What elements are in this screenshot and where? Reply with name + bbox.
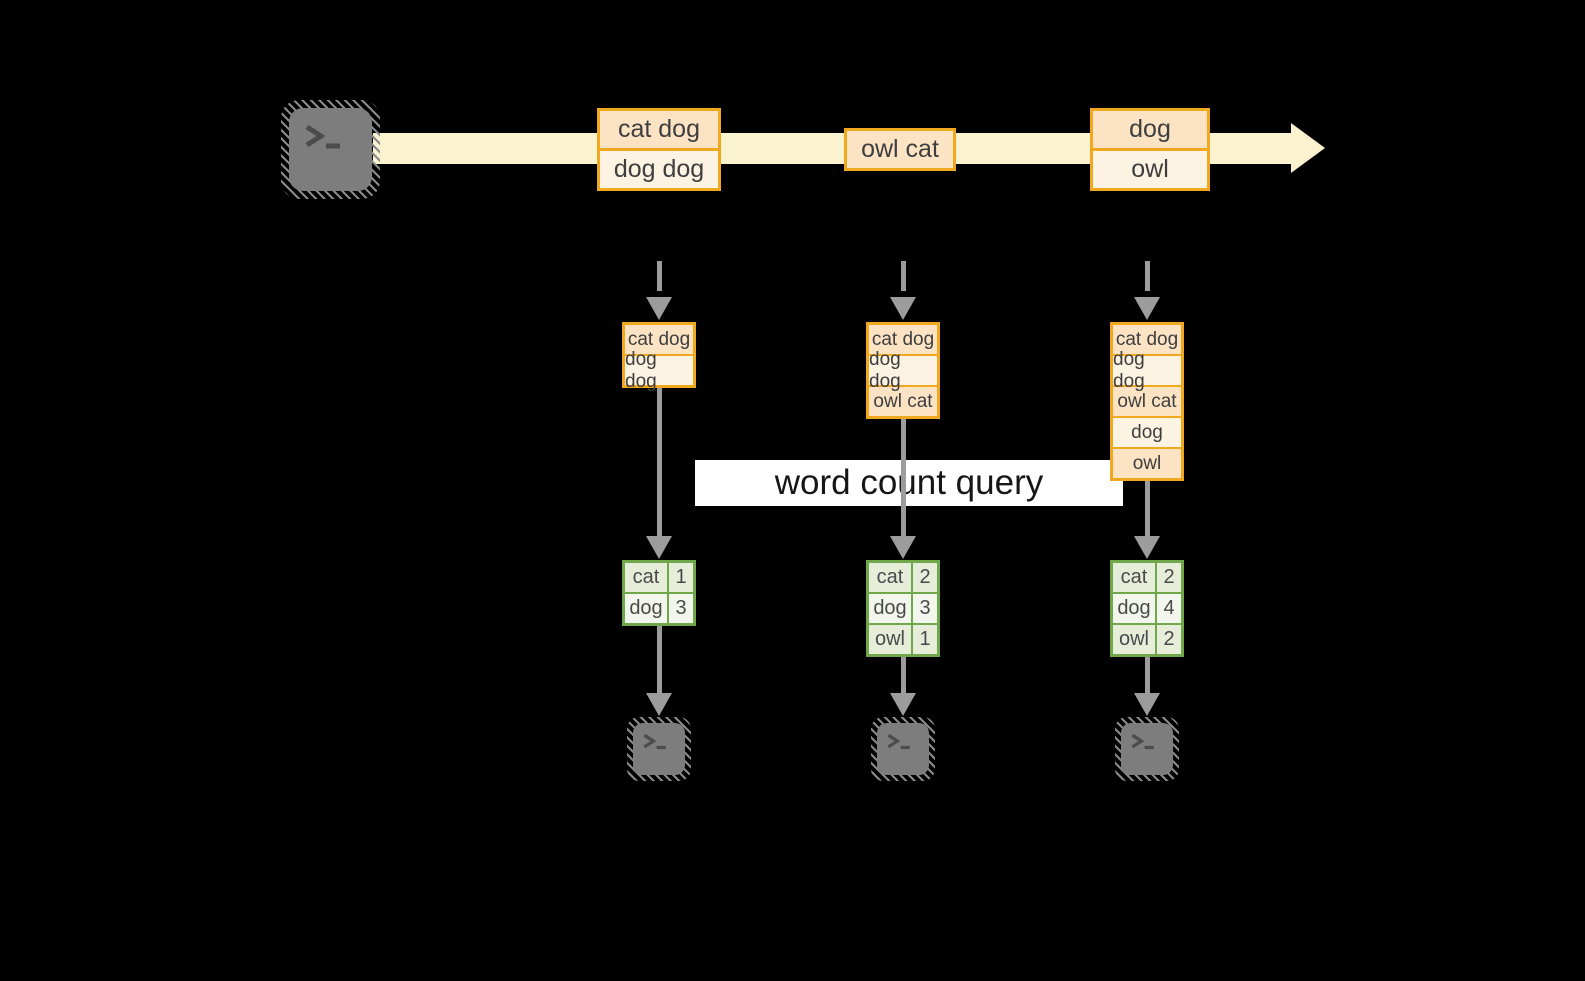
stack-record: dog dog [1113,349,1181,392]
query-label: word count query [774,463,1044,502]
terminal-screen [877,723,929,775]
output-connector-line [901,657,906,693]
count-cell: 2 [911,563,937,592]
word-count-table: cat 1 dog 3 [622,560,696,626]
down-arrow-icon [1134,693,1160,716]
terminal-prompt-icon [1131,733,1154,750]
table-row: owl 2 [1113,623,1181,654]
down-arrow-icon [646,693,672,716]
stack-record: dog [1113,416,1181,447]
stack-record: dog dog [625,349,693,392]
output-connector-line [1145,657,1150,693]
stack-record: owl cat [869,385,937,416]
word-cell: cat [869,563,911,592]
sink-terminal-icon [627,717,691,781]
terminal-prompt-icon [305,124,340,149]
word-cell: dog [869,594,911,623]
table-row: dog 3 [869,592,937,623]
count-cell: 4 [1155,594,1181,623]
dashed-connector-line [657,261,662,291]
down-arrow-icon [1134,536,1160,559]
table-row: dog 4 [1113,592,1181,623]
down-arrow-icon [890,297,916,320]
accumulated-records-stack: cat dog dog dog owl cat dog owl [1110,322,1184,481]
sink-terminal-icon [871,717,935,781]
dashed-connector-line [901,261,906,291]
down-arrow-icon [1134,297,1160,320]
terminal-screen [633,723,685,775]
table-row: cat 1 [625,563,693,592]
stack-record: owl [1113,447,1181,478]
down-arrow-icon [890,536,916,559]
word-cell: cat [1113,563,1155,592]
stack-record: cat dog [1113,325,1181,354]
stream-record-word: owl [1093,148,1207,188]
query-label-box: word count query [695,460,1123,506]
terminal-screen [1121,723,1173,775]
stack-record: cat dog [869,325,937,354]
count-cell: 2 [1155,563,1181,592]
stream-record-word: dog dog [600,148,718,188]
count-cell: 2 [1155,625,1181,654]
stream-record-box: owl cat [844,128,956,171]
count-cell: 3 [667,594,693,623]
stack-record: owl cat [1113,385,1181,416]
accumulated-records-stack: cat dog dog dog owl cat [866,322,940,419]
word-cell: owl [1113,625,1155,654]
stream-record-box: cat dog dog dog [597,108,721,191]
stream-arrow-head-icon [1291,123,1325,173]
word-count-table: cat 2 dog 3 owl 1 [866,560,940,657]
down-arrow-icon [646,536,672,559]
dashed-connector-line [1145,261,1150,291]
stream-record-word: owl cat [847,131,953,168]
count-cell: 1 [911,625,937,654]
accumulated-records-stack: cat dog dog dog [622,322,696,392]
word-count-table: cat 2 dog 4 owl 2 [1110,560,1184,657]
stack-record: dog dog [869,349,937,392]
table-row: dog 3 [625,592,693,623]
count-cell: 3 [911,594,937,623]
query-connector-line [1145,481,1150,536]
word-cell: dog [625,594,667,623]
count-cell: 1 [667,563,693,592]
query-connector-line [657,388,662,536]
source-terminal-icon [281,100,380,199]
table-row: cat 2 [869,563,937,592]
word-cell: dog [1113,594,1155,623]
down-arrow-icon [890,693,916,716]
table-row: cat 2 [1113,563,1181,592]
terminal-prompt-icon [887,733,910,750]
word-cell: cat [625,563,667,592]
query-connector-line [901,419,906,536]
stream-record-word: dog [1093,111,1207,148]
table-row: owl 1 [869,623,937,654]
terminal-prompt-icon [643,733,666,750]
stream-record-word: cat dog [600,111,718,148]
stack-record: cat dog [625,325,693,354]
stream-record-box: dog owl [1090,108,1210,191]
word-cell: owl [869,625,911,654]
down-arrow-icon [646,297,672,320]
terminal-screen [289,108,372,191]
output-connector-line [657,626,662,693]
sink-terminal-icon [1115,717,1179,781]
